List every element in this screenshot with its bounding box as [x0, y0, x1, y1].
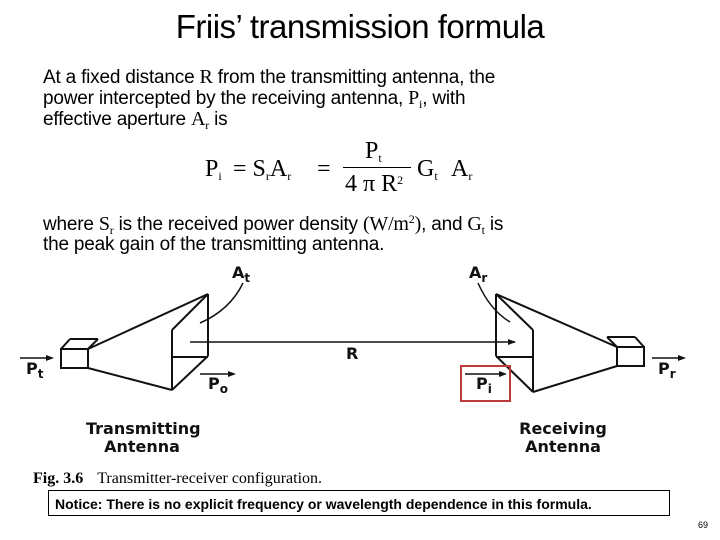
fraction-bar: [343, 167, 411, 168]
label-Pr: Pr: [658, 359, 676, 381]
notice-box: Notice: There is no explicit frequency o…: [48, 490, 670, 516]
label-Po: Po: [208, 374, 228, 396]
page-number: 69: [697, 520, 708, 530]
var-Ar: Ar: [190, 108, 209, 132]
label-Ar: Ar: [469, 263, 488, 285]
label-Pi: Pi: [476, 374, 492, 396]
antenna-diagram-icon: [20, 282, 686, 402]
label-R: R: [346, 344, 359, 363]
var-Pi: Pi: [408, 87, 423, 111]
intro-paragraph: At a fixed distance R from the transmitt…: [43, 66, 496, 132]
label-Pt: Pt: [26, 359, 44, 381]
label-At: At: [232, 263, 251, 285]
var-R: R: [199, 66, 213, 88]
pi-highlight-box: [460, 365, 511, 402]
slide-title: Friis’ transmission formula: [175, 8, 545, 45]
where-paragraph: where Sr is the received power density (…: [43, 212, 504, 255]
